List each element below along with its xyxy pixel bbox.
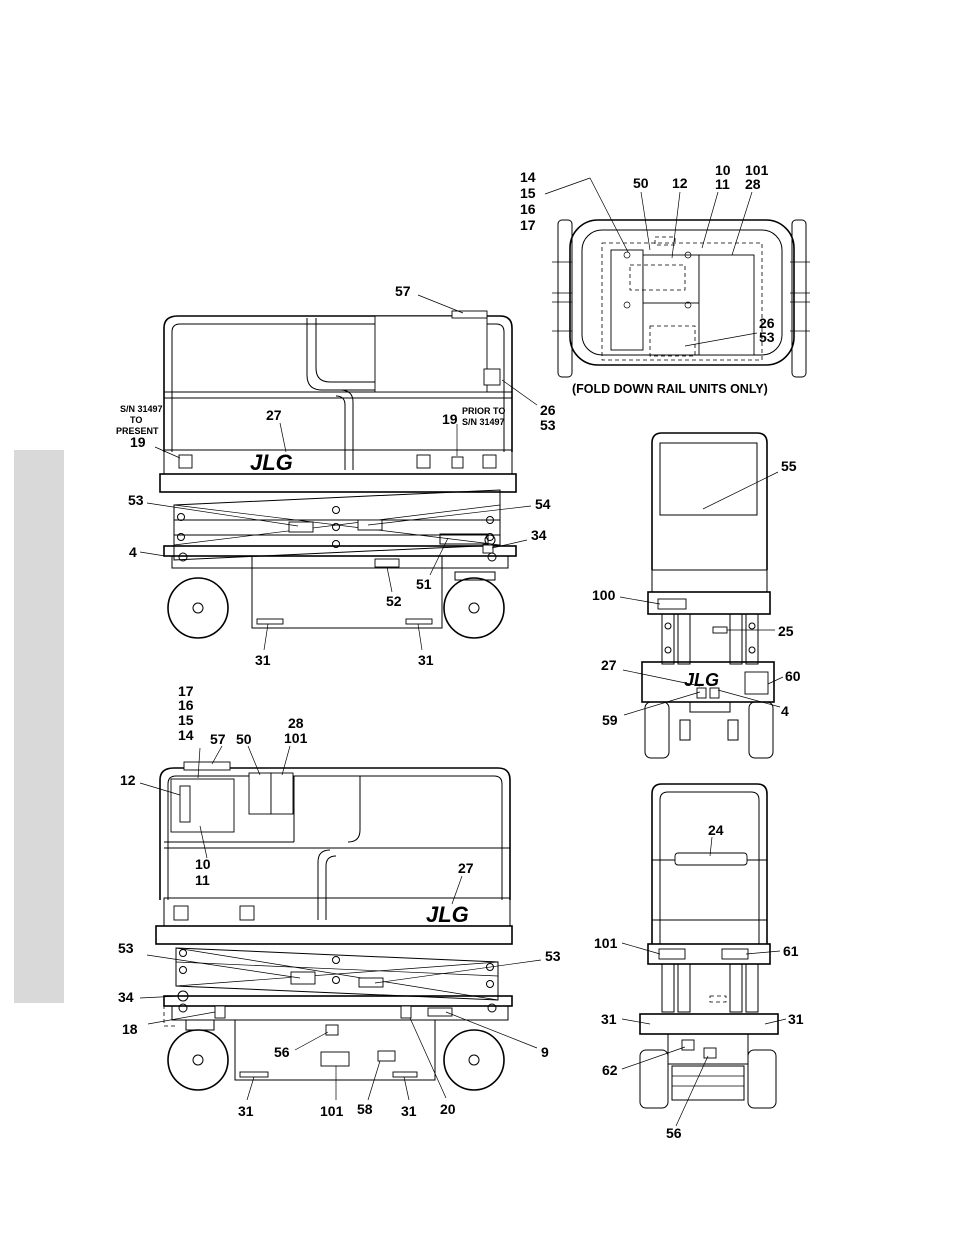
callout-14: 14 <box>178 727 194 743</box>
callout-31-left: 31 <box>238 1103 254 1119</box>
note-sn-31497: S/N 31497 <box>120 404 163 414</box>
callout-61: 61 <box>783 943 799 959</box>
callout-53: 53 <box>540 417 556 433</box>
callout-15: 15 <box>178 712 194 728</box>
callout-12: 12 <box>120 772 136 788</box>
callout-11: 11 <box>715 176 730 192</box>
callout-27: 27 <box>458 860 474 876</box>
note-prior-sn: S/N 31497 <box>462 417 505 427</box>
callout-58: 58 <box>357 1101 373 1117</box>
top-view: 14 15 16 17 50 12 10 11 101 28 26 53 (FO… <box>520 162 810 396</box>
end-view-1: JLG 55 100 25 27 60 59 4 <box>592 433 801 758</box>
callout-15: 15 <box>520 185 536 201</box>
callout-16: 16 <box>178 697 194 713</box>
callout-50: 50 <box>236 731 252 747</box>
callout-60: 60 <box>785 668 801 684</box>
callout-53-right: 53 <box>545 948 561 964</box>
callout-31-left: 31 <box>255 652 271 668</box>
callout-4: 4 <box>129 544 137 560</box>
callout-10: 10 <box>195 856 211 872</box>
callout-53: 53 <box>759 329 775 345</box>
callout-25: 25 <box>778 623 794 639</box>
callout-101: 101 <box>594 935 618 951</box>
callout-31-right: 31 <box>418 652 434 668</box>
side-view-1: JLG <box>116 283 556 668</box>
callout-56: 56 <box>274 1044 290 1060</box>
callout-50: 50 <box>633 175 649 191</box>
note-to: TO <box>130 415 142 425</box>
callout-53-scissor: 53 <box>128 492 144 508</box>
callout-55: 55 <box>781 458 797 474</box>
callout-27-end: 27 <box>601 657 617 673</box>
callout-101-base: 101 <box>320 1103 344 1119</box>
callout-54: 54 <box>535 496 551 512</box>
callout-57: 57 <box>395 283 411 299</box>
callout-9: 9 <box>541 1044 549 1060</box>
callout-51: 51 <box>416 576 432 592</box>
callout-11: 11 <box>195 872 210 888</box>
jlg-logo: JLG <box>250 450 293 475</box>
side-view-2: JLG <box>118 683 561 1119</box>
callout-57: 57 <box>210 731 226 747</box>
top-view-caption: (FOLD DOWN RAIL UNITS ONLY) <box>572 382 768 396</box>
callout-17: 17 <box>520 217 536 233</box>
callout-100: 100 <box>592 587 616 603</box>
callout-4-end: 4 <box>781 703 789 719</box>
callout-28: 28 <box>288 715 304 731</box>
jlg-logo-side2: JLG <box>426 902 469 927</box>
callout-59: 59 <box>602 712 618 728</box>
end-view-2: 24 101 61 31 31 62 56 <box>594 784 804 1141</box>
callout-62: 62 <box>602 1062 618 1078</box>
callout-31-left: 31 <box>601 1011 617 1027</box>
callout-28: 28 <box>745 176 761 192</box>
callout-53-left: 53 <box>118 940 134 956</box>
callout-27: 27 <box>266 407 282 423</box>
callout-34: 34 <box>118 989 134 1005</box>
callout-56: 56 <box>666 1125 682 1141</box>
callout-24: 24 <box>708 822 724 838</box>
callout-31-right: 31 <box>788 1011 804 1027</box>
callout-101: 101 <box>284 730 308 746</box>
note-prior-to: PRIOR TO <box>462 406 505 416</box>
callout-20: 20 <box>440 1101 456 1117</box>
callout-19-right: 19 <box>442 411 458 427</box>
callout-16: 16 <box>520 201 536 217</box>
callout-52: 52 <box>386 593 402 609</box>
callout-19-left: 19 <box>130 434 146 450</box>
callout-14: 14 <box>520 169 536 185</box>
callout-31-right: 31 <box>401 1103 417 1119</box>
callout-26: 26 <box>540 402 556 418</box>
callout-18: 18 <box>122 1021 138 1037</box>
callout-34: 34 <box>531 527 547 543</box>
callout-12: 12 <box>672 175 688 191</box>
jlg-logo-end: JLG <box>684 670 719 690</box>
